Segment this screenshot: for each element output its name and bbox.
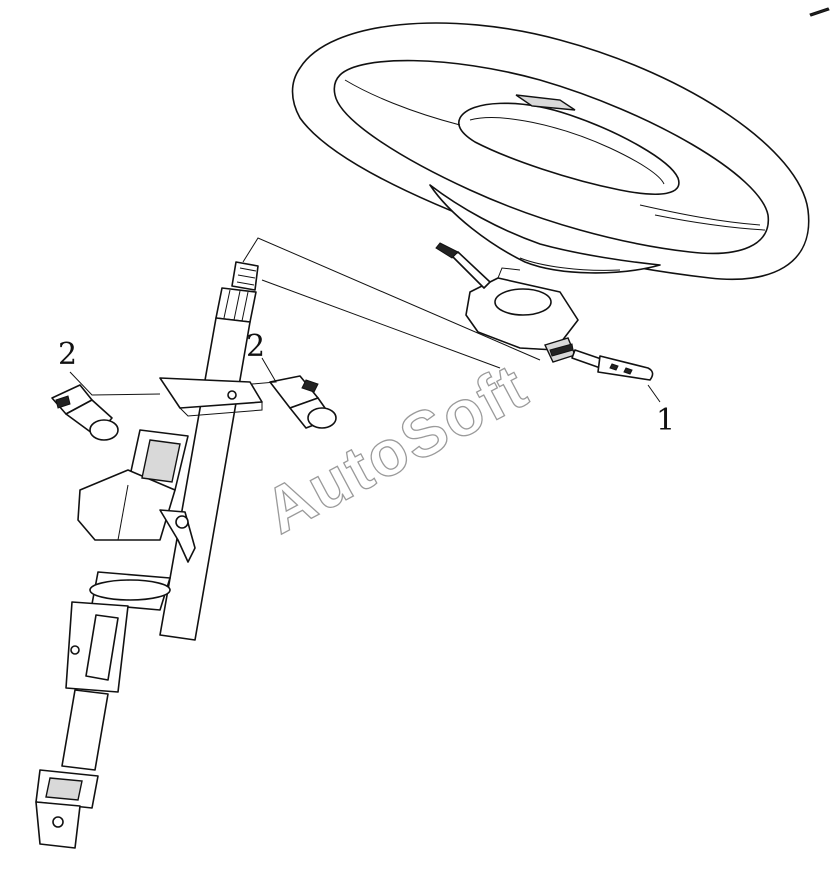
assembly-line <box>242 237 541 361</box>
callout-leader-1 <box>647 384 661 403</box>
callout-1: 1 <box>656 403 675 438</box>
mounting-bush-right <box>269 375 337 429</box>
callout-leader-2-left <box>69 371 161 396</box>
callout-leader-2-right <box>251 357 277 385</box>
assembly-line <box>261 279 501 369</box>
combination-switch <box>435 242 654 381</box>
steering-column <box>35 261 263 849</box>
callout-2-right: 2 <box>246 329 265 364</box>
steering-wheel <box>291 7 830 281</box>
mounting-bush-left <box>51 384 119 441</box>
callout-2-left: 2 <box>58 337 77 372</box>
